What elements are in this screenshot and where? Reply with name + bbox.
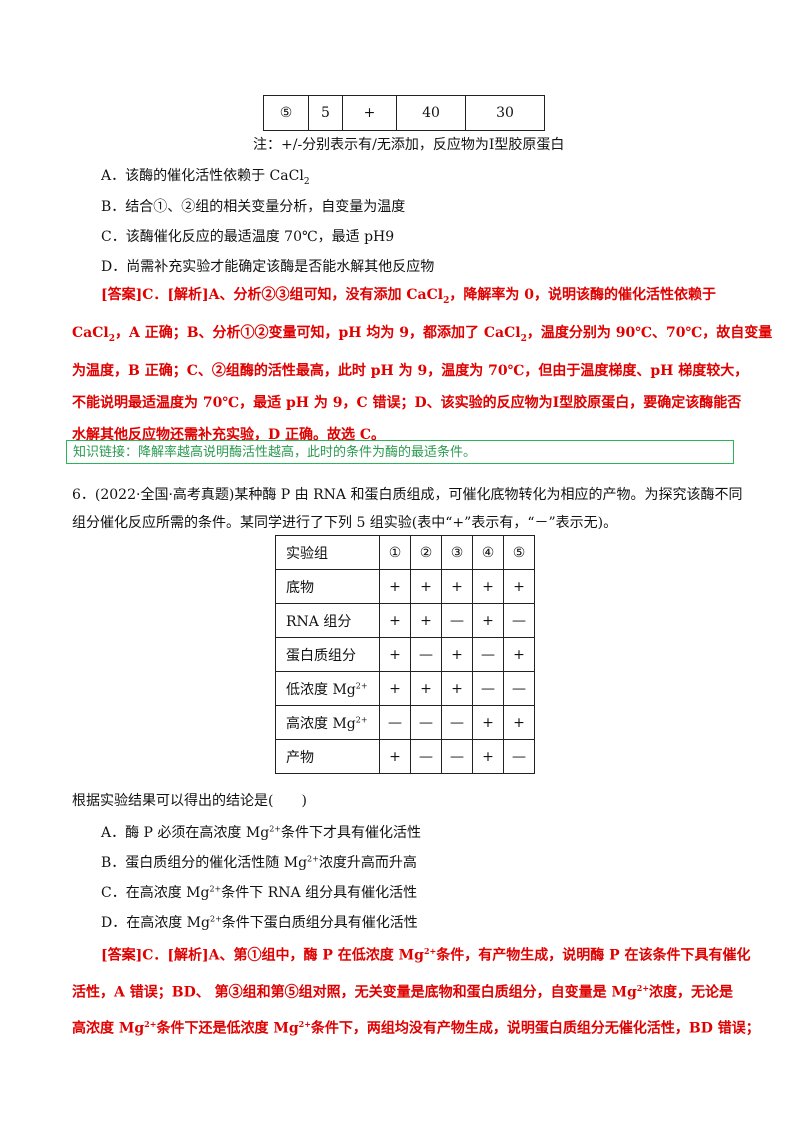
- table-cell: —: [410, 637, 442, 672]
- table-cell: +: [503, 705, 535, 740]
- option-b: B．结合①、②组的相关变量分析，自变量为温度: [101, 199, 406, 215]
- table-cell: —: [441, 705, 473, 740]
- table-row: ⑤ 5 + 40 30: [263, 95, 545, 131]
- answer-block: [答案]C．[解析]A、分析②③组可知，没有添加 CaCl2，降解率为 0，说明…: [72, 279, 773, 451]
- table-row-label: 高浓度 Mg2+: [275, 705, 380, 740]
- table-cell: +: [503, 637, 535, 672]
- option-b: B．蛋白质组分的催化活性随 Mg2+浓度升高而升高: [101, 854, 417, 871]
- table-row-label: 底物: [275, 569, 380, 604]
- table-header-cell: ⑤: [503, 535, 535, 570]
- table-cell: +: [472, 705, 504, 740]
- table-cell: —: [410, 705, 442, 740]
- table-cell: —: [410, 739, 442, 774]
- table-cell: —: [441, 603, 473, 638]
- answer-line: [答案]C．[解析]A、第①组中，酶 P 在低浓度 Mg2+条件，有产物生成，说…: [101, 946, 751, 964]
- answer-block: [答案]C．[解析]A、第①组中，酶 P 在低浓度 Mg2+条件，有产物生成，说…: [72, 935, 760, 1045]
- table-cell: +: [472, 603, 504, 638]
- answer-line: 水解其他反应物还需补充实验，D 正确。故选 C。: [72, 426, 386, 443]
- answer-line: CaCl2，A 正确；B、分析①②变量可知，pH 均为 9，都添加了 CaCl2…: [72, 324, 773, 344]
- question-6-stem-line1: 6．(2022·全国·高考真题)某种酶 P 由 RNA 和蛋白质组成，可催化底物…: [72, 487, 743, 503]
- question-6-stem-line2: 组分催化反应所需的条件。某同学进行了下列 5 组实验(表中“+”表示有，“－”表…: [72, 515, 618, 531]
- answer-line: 活性，A 错误；BD、 第③组和第⑤组对照，无关变量是底物和蛋白质组分，自变量是…: [72, 982, 734, 1001]
- table-cell: +: [379, 569, 411, 604]
- table-cell: +: [441, 569, 473, 604]
- table-cell: +: [441, 637, 473, 672]
- table-row-label: RNA 组分: [275, 603, 380, 638]
- table-cell: +: [472, 569, 504, 604]
- table-cell: +: [379, 637, 411, 672]
- option-a: A．酶 P 必须在高浓度 Mg2+条件下才具有催化活性: [101, 824, 421, 841]
- table-header-cell: ④: [472, 535, 504, 570]
- option-d: D．尚需补充实验才能确定该酶是否能水解其他反应物: [101, 259, 435, 275]
- question-6-prompt: 根据实验结果可以得出的结论是( ): [72, 793, 307, 809]
- table-cell: +: [342, 95, 397, 131]
- table-note: 注：+/-分别表示有/无添加，反应物为Ⅰ型胶原蛋白: [253, 137, 565, 153]
- table-cell: +: [379, 671, 411, 706]
- table-cell: —: [441, 739, 473, 774]
- table-row-label: 产物: [275, 739, 380, 774]
- option-c: C．在高浓度 Mg2+条件下 RNA 组分具有催化活性: [101, 884, 418, 901]
- table-cell: +: [472, 739, 504, 774]
- table-cell: +: [410, 671, 442, 706]
- previous-question-table: ⑤ 5 + 40 30: [263, 95, 545, 131]
- table-row-label: 蛋白质组分: [275, 637, 380, 672]
- table-cell: 30: [465, 95, 545, 131]
- answer-line: 为温度，B 正确；C、②组酶的活性最高，此时 pH 为 9，温度为 70℃，但由…: [72, 362, 749, 379]
- option-d: D．在高浓度 Mg2+条件下蛋白质组分具有催化活性: [101, 914, 418, 931]
- table-cell: 5: [308, 95, 343, 131]
- experiment-table: 实验组 ① ② ③ ④ ⑤ 底物 + + + + + RNA 组分 + + — …: [275, 535, 535, 774]
- table-row-label: 低浓度 Mg2+: [275, 671, 380, 706]
- table-row: 高浓度 Mg2+ — — — + +: [275, 705, 535, 740]
- knowledge-link-box: 知识链接：降解率越高说明酶活性越高，此时的条件为酶的最适条件。: [66, 440, 734, 464]
- table-cell: +: [410, 569, 442, 604]
- table-cell: —: [379, 705, 411, 740]
- answer-line: 不能说明最适温度为 70℃，最适 pH 为 9，C 错误；D、该实验的反应物为Ⅰ…: [72, 394, 742, 411]
- table-cell: —: [472, 671, 504, 706]
- table-row: 蛋白质组分 + — + — +: [275, 637, 535, 672]
- table-cell: —: [503, 739, 535, 774]
- answer-line: 高浓度 Mg2+条件下还是低浓度 Mg2+条件下，两组均没有产物生成，说明蛋白质…: [72, 1019, 760, 1037]
- option-c: C．该酶催化反应的最适温度 70℃，最适 pH9: [101, 229, 395, 245]
- table-cell: +: [410, 603, 442, 638]
- answer-line: [答案]C．[解析]A、分析②③组可知，没有添加 CaCl2，降解率为 0，说明…: [101, 287, 716, 306]
- table-cell: —: [503, 671, 535, 706]
- table-row: 低浓度 Mg2+ + + + — —: [275, 671, 535, 706]
- table-cell: +: [379, 739, 411, 774]
- table-cell: ⑤: [263, 95, 309, 131]
- table-cell: +: [379, 603, 411, 638]
- option-a: A．该酶的催化活性依赖于 CaCl2: [101, 168, 310, 187]
- table-cell: 40: [396, 95, 466, 131]
- table-cell: —: [472, 637, 504, 672]
- table-cell: —: [503, 603, 535, 638]
- table-header-row: 实验组 ① ② ③ ④ ⑤: [275, 535, 535, 570]
- table-cell: +: [503, 569, 535, 604]
- table-header-cell: ①: [379, 535, 411, 570]
- table-cell: +: [441, 671, 473, 706]
- table-header-cell: ②: [410, 535, 442, 570]
- table-row: 底物 + + + + +: [275, 569, 535, 604]
- table-header-cell: 实验组: [275, 535, 380, 570]
- table-header-cell: ③: [441, 535, 473, 570]
- table-row: 产物 + — — + —: [275, 739, 535, 774]
- table-row: RNA 组分 + + — + —: [275, 603, 535, 638]
